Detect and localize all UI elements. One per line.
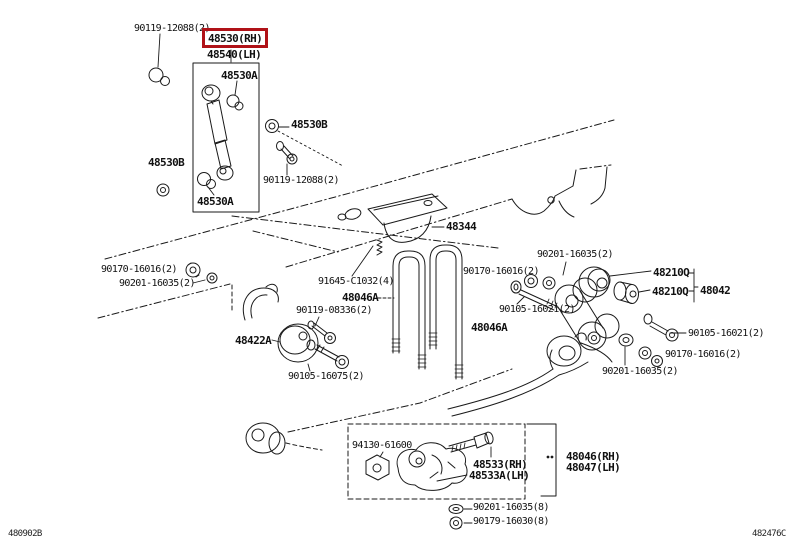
frame-rail-lines: [97, 119, 615, 319]
bushing-icons: [148, 67, 279, 197]
shock-absorber-drawing: [197, 84, 244, 189]
part-label-90119-12088-2: 90119-12088(2): [263, 175, 339, 186]
figure-code-bottom-right: 482476C: [752, 529, 786, 539]
shock-absorber-box: [192, 62, 260, 213]
bolt-90119-12088-icon: [276, 141, 298, 165]
spring-bumper-48344-drawing: [337, 193, 448, 256]
part-label-48530b: 48530B: [148, 156, 185, 169]
left-nut-washer-icons: [185, 262, 218, 284]
frame-bracket-drawing: [231, 166, 608, 314]
u-bolts-drawing: [391, 244, 464, 380]
part-label-90170-16016-2: 90170-16016(2): [463, 266, 539, 277]
part-label-90105-16021-2: 90105-16021(2): [499, 304, 575, 315]
part-label-94130-61600: 94130-61600: [352, 440, 412, 451]
spring-seat-detail-box: [347, 423, 557, 500]
part-label-90201-16035-2: 90201-16035(2): [602, 366, 678, 377]
shackle-and-bushings-drawing: [510, 266, 679, 367]
part-label-48047-lh: 48047(LH): [566, 461, 621, 474]
part-label-48540-lh: 48540(LH): [207, 48, 262, 61]
part-label-48530-rh-highlighted: 48530(RH): [202, 28, 269, 48]
part-label-90201-16035-8: 90201-16035(8): [473, 502, 549, 513]
part-label-90170-16016-2: 90170-16016(2): [665, 349, 741, 360]
part-label-48533a-lh: 48533A(LH): [469, 469, 530, 482]
part-label-90119-12088-2: 90119-12088(2): [134, 23, 210, 34]
part-label-90119-08336-2: 90119-08336(2): [296, 305, 372, 316]
part-label-48422a: 48422A: [235, 334, 272, 347]
leaf-spring-drawing: [245, 332, 613, 455]
part-label-48533-rh: 48533(RH): [473, 458, 528, 471]
bottom-fastener-icons: [448, 504, 464, 530]
part-label-48344: 48344: [446, 220, 477, 233]
part-label-90170-16016-2: 90170-16016(2): [101, 264, 177, 275]
part-label-48210q: 48210Q: [652, 285, 689, 298]
part-label-48210q: 48210Q: [653, 266, 690, 279]
figure-code-bottom-left: 480902B: [8, 529, 42, 539]
part-label-48046a: 48046A: [342, 291, 379, 304]
part-label-90105-16075-2: 90105-16075(2): [288, 371, 364, 382]
part-label-48046a: 48046A: [471, 321, 508, 334]
part-label-48530a: 48530A: [197, 195, 234, 208]
part-label-90201-16035-2: 90201-16035(2): [537, 249, 613, 260]
part-label-90179-16030-8: 90179-16030(8): [473, 516, 549, 527]
part-label-48046-rh: 48046(RH): [566, 450, 621, 463]
part-label-90105-16021-2: 90105-16021(2): [688, 328, 764, 339]
leader-lines: [157, 33, 699, 524]
spring-hanger-and-damper-drawing: [242, 283, 349, 369]
part-label-91645-c1032-4: 91645-C1032(4): [318, 276, 394, 287]
part-label-48530a: 48530A: [221, 69, 258, 82]
part-label-90201-16035-2: 90201-16035(2): [119, 278, 195, 289]
part-label-48042: 48042: [700, 284, 731, 297]
part-label-48530b: 48530B: [291, 118, 328, 131]
